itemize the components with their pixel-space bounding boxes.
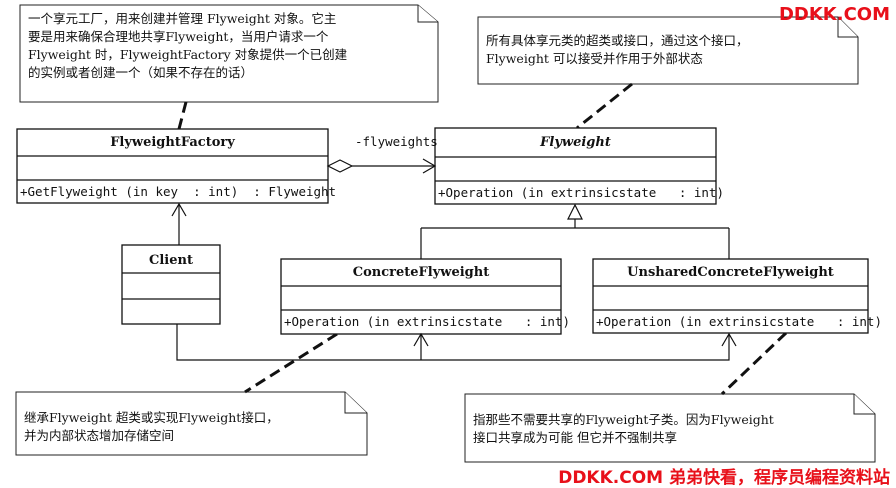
association-role-label: -flyweights [355, 134, 438, 149]
note-concrete-text: 继承Flyweight 超类或实现Flyweight接口， 并为内部状态增加存储… [24, 410, 279, 443]
class-concrete-name: ConcreteFlyweight [352, 265, 490, 280]
note-flyweight-text: 所有具体享元类的超类或接口，通过这个接口， Flyweight 可以接受并作用于… [486, 33, 749, 66]
class-factory-name: FlyweightFactory [110, 135, 235, 150]
class-flyweight-operation: +Operation (in extrinsicstate : int) [438, 185, 724, 200]
class-unshared-name: UnsharedConcreteFlyweight [627, 265, 834, 280]
client-edges [171, 202, 737, 361]
class-client-name: Client [149, 253, 193, 268]
class-flyweight-box [434, 127, 717, 205]
note-concrete-shape [15, 391, 368, 456]
class-factory-operation: +GetFlyweight (in key : int) : Flyweight [20, 184, 337, 199]
generalization-edges [420, 203, 730, 259]
note-anchors [177, 82, 788, 396]
class-unshared-box [592, 258, 869, 334]
watermark-top-right: DDKK.COM [778, 4, 890, 25]
class-factory-box [16, 128, 329, 204]
note-factory-text: 一个享元工厂，用来创建并管理 Flyweight 对象。它主 要是用来确保合理地… [28, 11, 348, 80]
class-concrete-box [280, 258, 562, 335]
class-flyweight-name: Flyweight [540, 135, 611, 150]
note-unshared-text: 指那些不需要共享的Flyweight子类。因为Flyweight 接口共享成为可… [473, 412, 774, 445]
note-factory-shape [19, 4, 439, 103]
note-unshared-shape [464, 393, 876, 463]
class-client-box [121, 244, 221, 325]
aggregation-edge [326, 158, 437, 174]
class-concrete-operation: +Operation (in extrinsicstate : int) [284, 314, 570, 329]
watermark-bottom: DDKK.COM 弟弟快看，程序员编程资料站 [558, 468, 890, 488]
note-flyweight-shape [477, 16, 859, 85]
class-unshared-operation: +Operation (in extrinsicstate : int) [596, 314, 882, 329]
